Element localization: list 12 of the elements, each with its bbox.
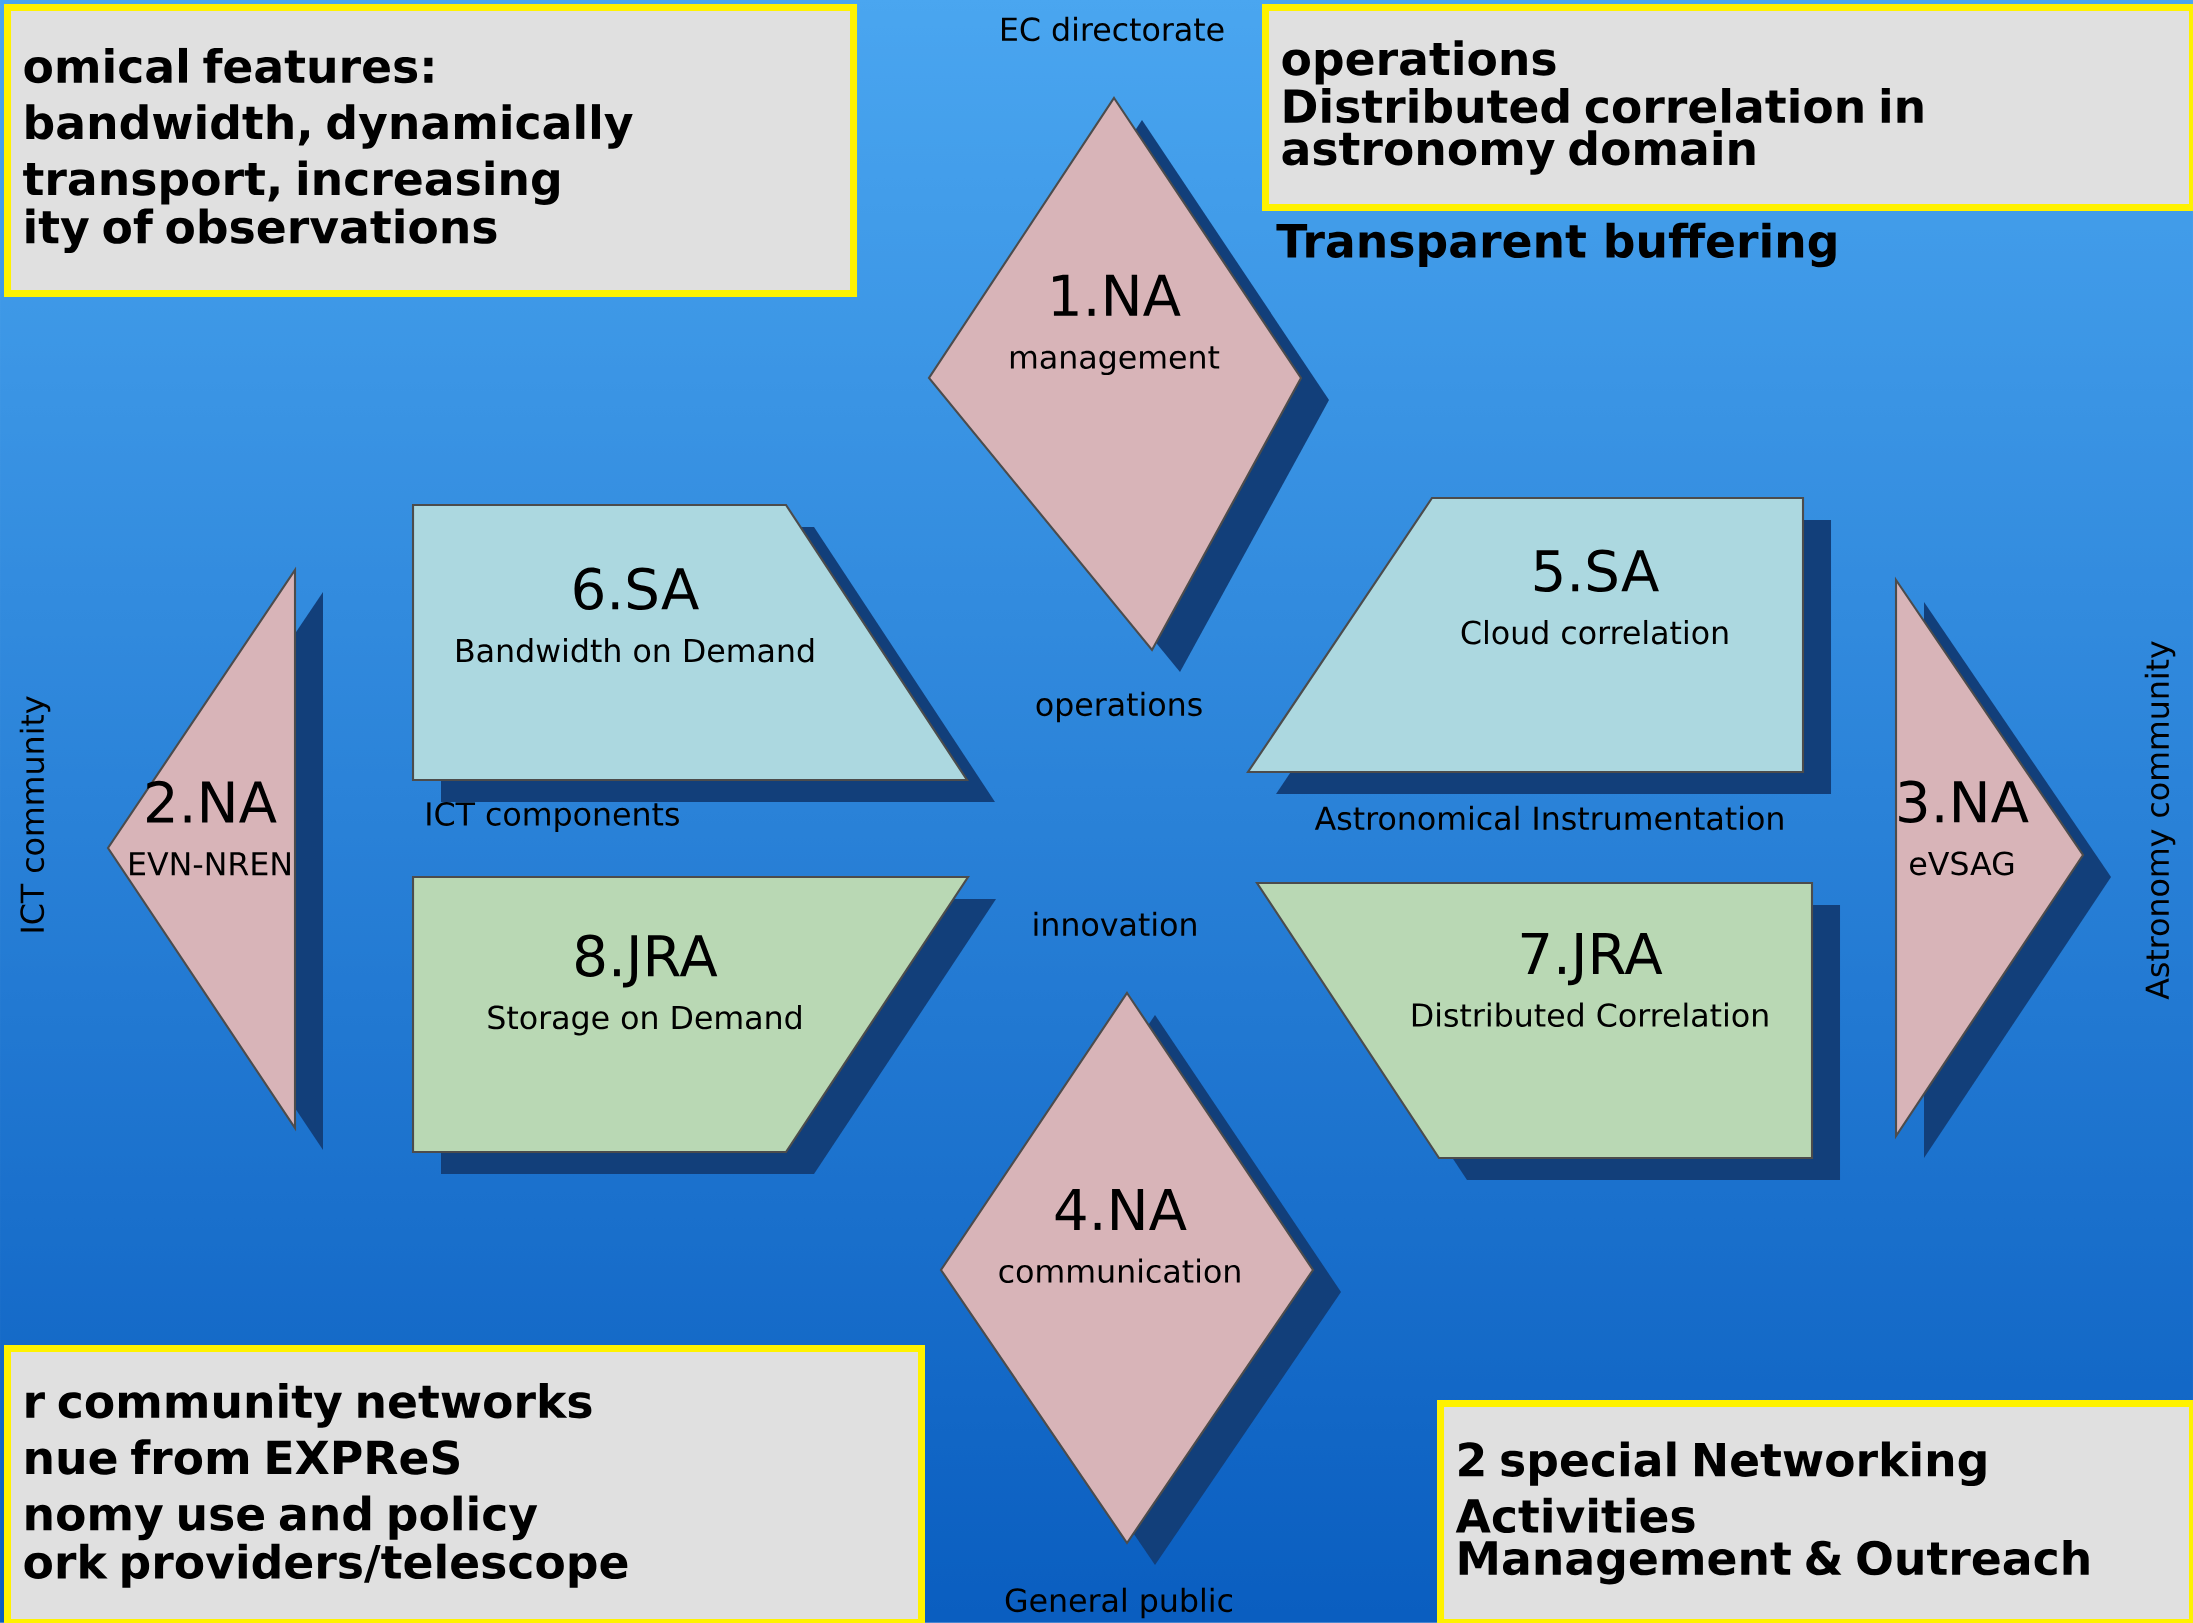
- side-label: Astronomy community: [2144, 641, 2176, 1000]
- area-label: Astronomical Instrumentation: [1314, 805, 1783, 831]
- text-box: operations Distributed correlation in astronomy domain: [1262, 4, 2193, 212]
- text-box: r community networks nue from EXPReS nomy use and policy ork providers/telescope: [4, 1345, 926, 1623]
- area-label: EC directorate: [1002, 16, 1224, 42]
- side-label: ICT community: [19, 696, 51, 932]
- text-box: omical features: bandwidth, dynamically transport, increasing ity of observations: [4, 4, 858, 298]
- area-label: ICT components: [427, 801, 679, 832]
- area-label: innovation: [1034, 911, 1196, 937]
- area-label: operations: [1036, 691, 1202, 723]
- text-box: 2 special Networking Activities Management & Outreach: [1437, 1400, 2193, 1623]
- area-label: General public: [1005, 1587, 1232, 1619]
